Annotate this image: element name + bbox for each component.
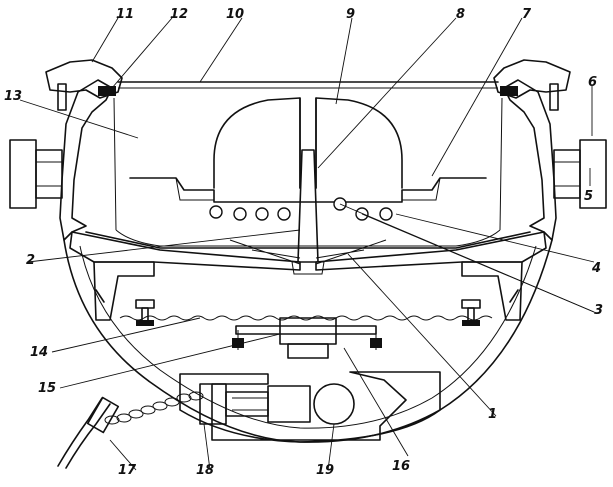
roller-row-left	[209, 205, 291, 221]
post-bolt-right	[461, 299, 481, 326]
leader-lines	[19, 17, 595, 471]
callout-3: 3	[594, 303, 603, 318]
central-spindle	[297, 149, 319, 263]
diffuser-cone	[229, 239, 387, 265]
callout-18: 18	[196, 463, 214, 478]
flange-bolt-right	[549, 83, 559, 111]
callout-13: 13	[4, 89, 22, 104]
chain	[104, 391, 204, 425]
post-bolt-left	[135, 299, 155, 326]
callout-10: 10	[226, 7, 244, 22]
bowl-inner-curve	[79, 245, 537, 429]
diffuser-plate	[85, 231, 531, 249]
mid-floor	[69, 231, 301, 271]
callout-4: 4	[591, 261, 601, 276]
callout-8: 8	[456, 7, 465, 22]
post-right	[461, 261, 523, 321]
callout-16: 16	[392, 459, 410, 474]
socket-plug	[199, 383, 355, 425]
tray-shelf	[129, 177, 487, 203]
housing-wall-left	[59, 79, 113, 241]
callout-1: 1	[488, 407, 497, 422]
callout-17: 17	[118, 463, 137, 478]
bowl-outer-curve	[63, 239, 553, 443]
wavy-glass	[119, 315, 493, 321]
mid-floor-right	[315, 231, 547, 271]
housing-wall-right	[503, 79, 557, 241]
roller-row-right	[333, 197, 393, 221]
callout-7: 7	[522, 7, 532, 22]
callout-5: 5	[584, 189, 593, 204]
callout-2: 2	[26, 253, 35, 268]
post-left	[93, 261, 155, 321]
callout-15: 15	[38, 381, 56, 396]
side-handle-left	[9, 139, 63, 209]
top-flange-left	[45, 59, 123, 99]
cable-sleeve	[86, 396, 120, 434]
top-flange-right	[493, 59, 571, 99]
flange-bolt-left	[57, 83, 67, 111]
callout-19: 19	[316, 463, 334, 478]
seal-left	[98, 86, 116, 96]
callout-12: 12	[170, 7, 188, 22]
callout-11: 11	[116, 7, 134, 22]
seal-right	[500, 86, 518, 96]
callout-6: 6	[588, 75, 597, 90]
callout-14: 14	[30, 345, 48, 360]
side-handle-right	[553, 139, 607, 209]
power-cable	[65, 403, 111, 469]
lamp-dome	[213, 97, 403, 189]
callout-9: 9	[346, 7, 355, 22]
bottom-housing	[179, 371, 441, 443]
lower-bracket	[232, 317, 382, 359]
inner-reflector	[113, 97, 503, 247]
